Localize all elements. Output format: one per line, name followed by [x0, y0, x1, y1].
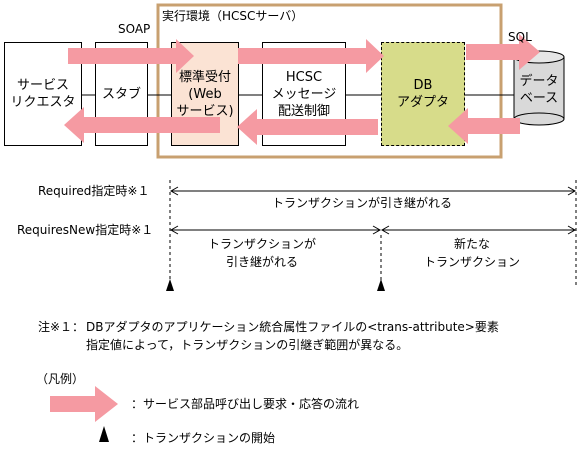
requiresnew-span1-label: トランザクションが 引き継がれる — [207, 237, 316, 269]
requiresnew-label: RequiresNew指定時※１ — [17, 223, 154, 237]
legend-arrow-desc: ：サービス部品呼び出し要求・応答の流れ — [131, 397, 360, 411]
required-span-label: トランザクションが引き継がれる — [272, 196, 453, 210]
note-line-2: 指定値によって，トランザクションの引継ぎ範囲が異なる。 — [86, 338, 409, 352]
note-line-1: DBアダプタのアプリケーション統合属性ファイルの<trans-attribute… — [86, 320, 499, 334]
service-requester-box: サービス リクエスタ — [4, 42, 82, 146]
requiresnew-span2-label: 新たな トランザクション — [423, 237, 520, 269]
required-span-arrow — [169, 186, 577, 196]
transaction-start-triangle-1 — [166, 279, 174, 291]
required-label: Required指定時※１ — [38, 184, 150, 198]
transaction-start-triangle-2 — [377, 279, 385, 291]
legend-triangle-desc: ：トランザクションの開始 — [131, 431, 276, 445]
legend-title: （凡例） — [36, 372, 85, 386]
requiresnew-span-arrow-2 — [380, 225, 577, 235]
standard-receiver-box: 標準受付 (Web サービス) — [171, 42, 239, 146]
stub-box: スタブ — [95, 42, 148, 146]
database-label: データ ベース — [519, 74, 559, 106]
execution-environment-frame — [156, 3, 503, 159]
db-adapter-box: DB アダプタ — [381, 42, 465, 146]
requiresnew-span-arrow-1 — [169, 225, 382, 235]
hcsc-control-box: HCSC メッセージ 配送制御 — [262, 42, 346, 146]
note-label: 注※１： — [38, 320, 85, 334]
sql-label: SQL — [508, 30, 532, 44]
execution-environment-label: 実行環境（HCSCサーバ） — [162, 9, 304, 23]
legend-triangle-icon — [99, 426, 109, 442]
soap-label: SOAP — [118, 22, 151, 36]
